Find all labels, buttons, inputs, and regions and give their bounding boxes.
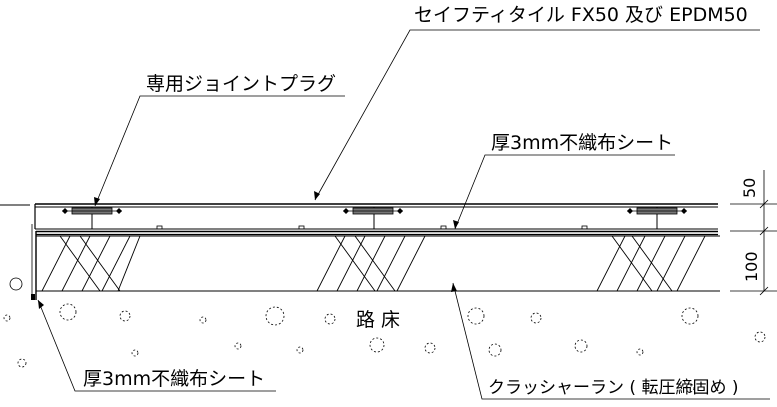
crusher-run-layer — [36, 235, 720, 292]
dimension-100-label: 100 — [742, 251, 761, 282]
subgrade-aggregate — [3, 277, 766, 393]
top-title-label: セイフティタイル FX50 及び EPDM50 — [414, 4, 748, 26]
safety-tile-layer — [0, 203, 718, 230]
dimension-50-label: 50 — [740, 178, 759, 198]
leader-arrowheads — [38, 191, 459, 309]
nonwoven-upper-label: 厚3mm不織布シート — [491, 132, 673, 154]
joint-plug-label: 専用ジョイントプラグ — [146, 73, 336, 95]
crusher-run-label: クラッシャーラン ( 転圧締固め ) — [488, 378, 738, 398]
dimension-50 — [730, 170, 777, 236]
nonwoven-sheet-layer — [31, 224, 718, 300]
leader-lines — [37, 29, 770, 400]
dimension-100 — [730, 230, 777, 296]
subgrade-label: 路 床 — [356, 309, 400, 331]
nonwoven-lower-label: 厚3mm不織布シート — [83, 368, 265, 390]
joint-plugs — [62, 207, 687, 215]
